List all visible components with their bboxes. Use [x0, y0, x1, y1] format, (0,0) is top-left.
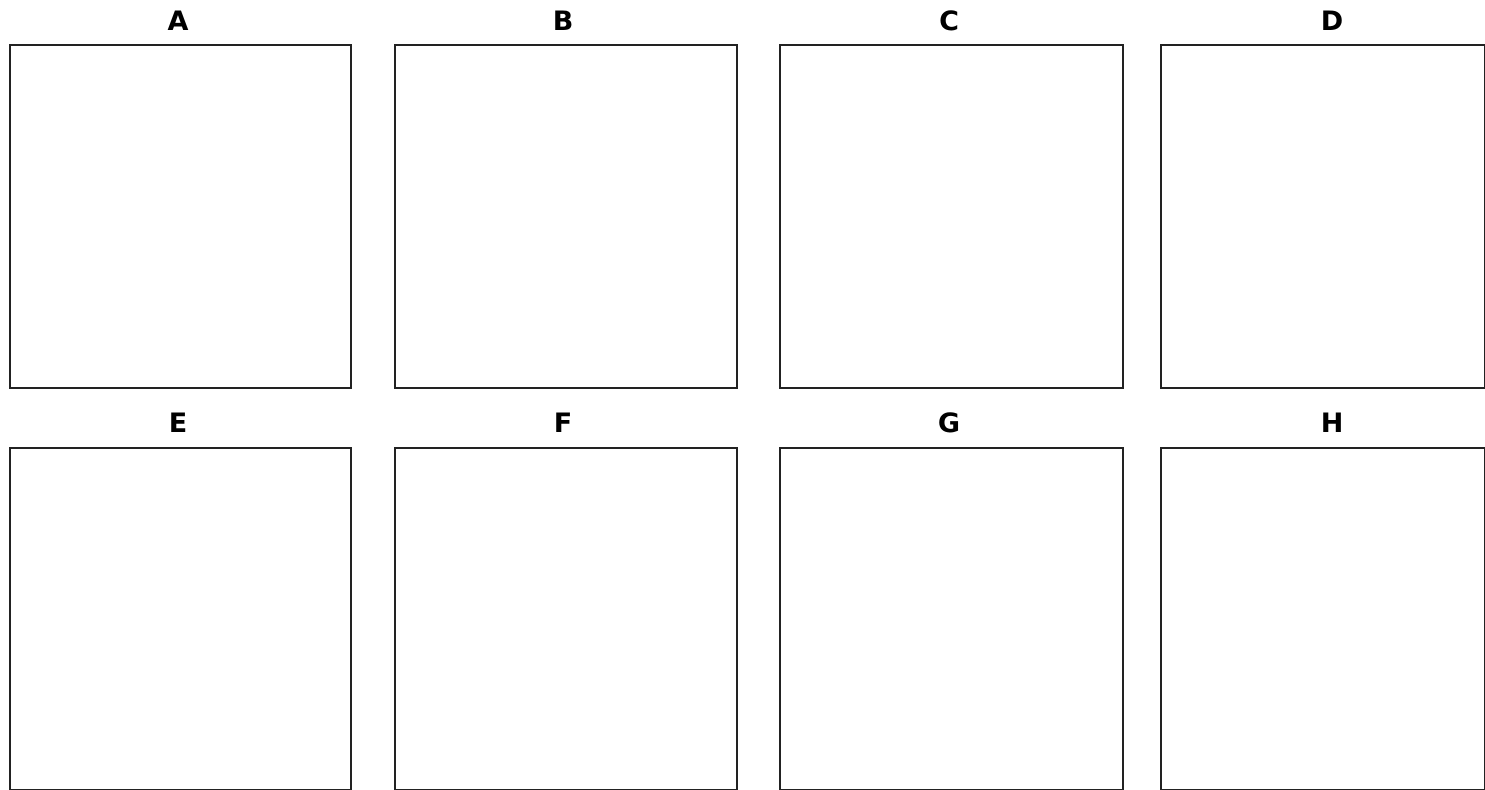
panel-frame	[10, 448, 351, 790]
panel-a	[10, 45, 351, 388]
panel-frame	[395, 45, 737, 388]
panel-frame	[1161, 448, 1485, 790]
panel-b	[365, 10, 762, 394]
panel-f	[359, 402, 788, 790]
panel-h	[1161, 448, 1485, 790]
panel-frame	[780, 448, 1123, 790]
panel-frame	[395, 448, 737, 790]
panel-g	[736, 422, 1154, 790]
panel-frame	[780, 45, 1123, 388]
panel-frame	[10, 45, 351, 388]
panel-e	[10, 448, 351, 790]
panel-frame	[1161, 45, 1485, 388]
panel-c	[780, 45, 1123, 388]
panel-d	[1161, 45, 1485, 388]
